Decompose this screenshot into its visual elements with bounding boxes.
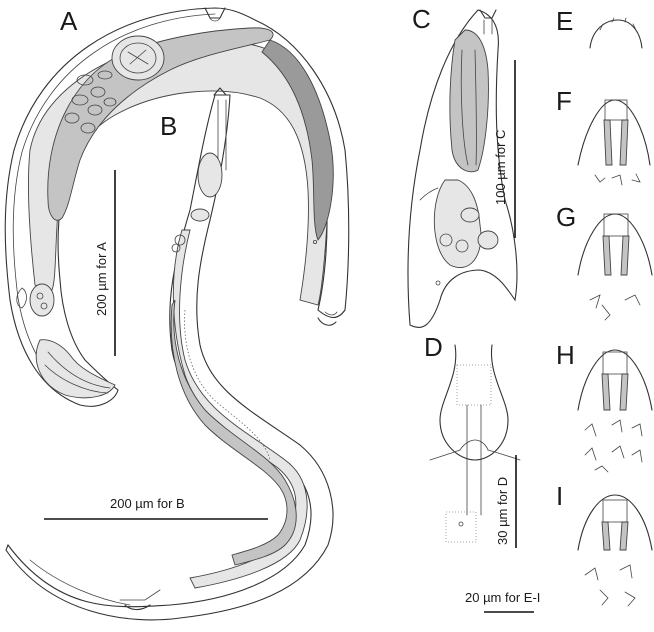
scale-label-e-i: 20 µm for E-I: [465, 590, 540, 605]
panel-i-drawing: [577, 494, 653, 607]
panel-f-drawing: [577, 99, 651, 186]
egg-cluster-a: [64, 70, 117, 134]
panel-label-g: G: [556, 202, 576, 232]
scale-label-d: 30 µm for D: [495, 477, 510, 545]
panel-label-f: F: [556, 86, 572, 116]
scale-label-a: 200 µm for A: [94, 242, 109, 316]
panel-label-b: B: [160, 111, 177, 141]
panel-c-drawing: [407, 9, 518, 328]
panel-e-drawing: [589, 17, 643, 49]
panel-label-e: E: [556, 6, 573, 36]
scale-label-b: 200 µm for B: [110, 496, 185, 511]
panel-b-drawing: [5, 87, 334, 621]
panel-label-d: D: [424, 332, 443, 362]
panel-a-drawing: [4, 7, 350, 407]
scale-label-c: 100 µm for C: [493, 130, 508, 205]
panel-h-drawing: [577, 349, 653, 473]
pharynx-a: [16, 283, 116, 399]
panel-label-c: C: [412, 4, 431, 34]
panel-d-drawing: [429, 344, 521, 543]
panel-label-i: I: [556, 481, 563, 511]
panel-label-a: A: [60, 6, 78, 36]
panel-label-h: H: [556, 340, 575, 370]
panel-g-drawing: [577, 213, 653, 321]
